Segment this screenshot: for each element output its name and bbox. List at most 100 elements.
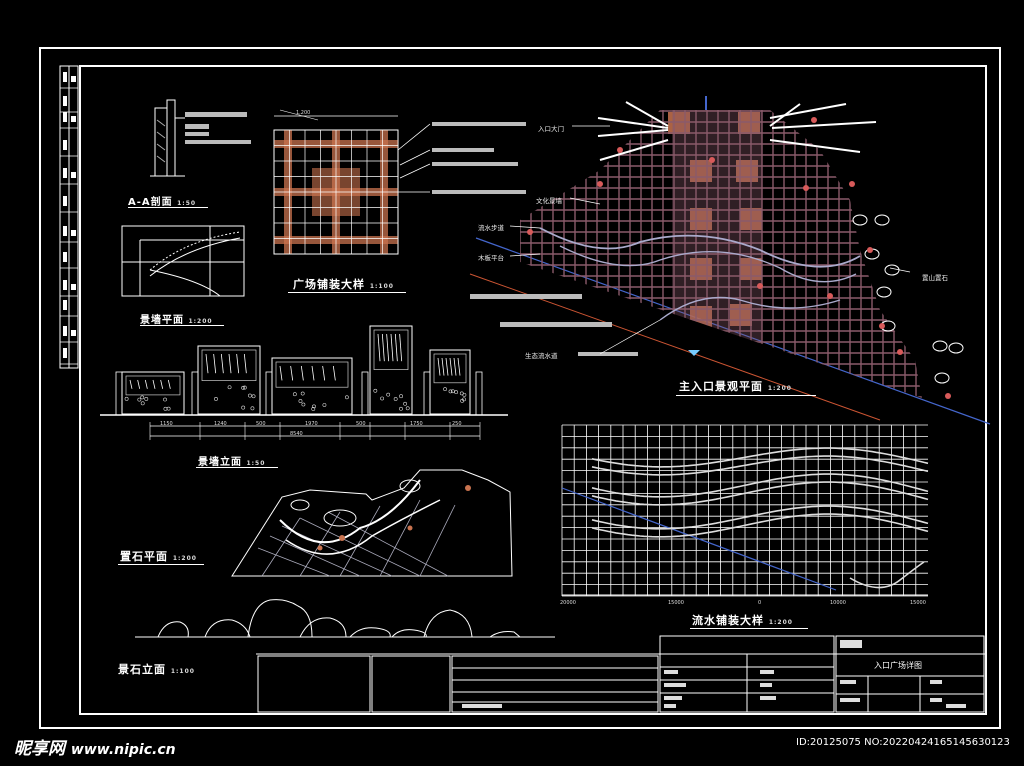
wall-stone — [299, 399, 302, 402]
wall-carving — [438, 358, 440, 376]
rock — [875, 215, 889, 225]
rock-plan-title: 置石平面 1:200 — [120, 548, 197, 564]
wall-carving — [454, 358, 456, 376]
wall-stone — [248, 394, 251, 397]
rock-elevation-title: 景石立面 1:100 — [118, 661, 195, 677]
label-water: 流水步道 — [478, 222, 504, 232]
wall-stone — [242, 406, 245, 409]
wall-carving — [446, 358, 448, 376]
plaza-paving-underline — [288, 292, 406, 293]
wall-stone — [228, 386, 231, 389]
strip-mark — [71, 330, 76, 336]
strip-mark — [71, 76, 76, 82]
stream-paving-title: 流水铺装大样 1:200 — [692, 612, 793, 628]
rock-plan-underline — [118, 564, 204, 565]
wall-carving — [237, 354, 239, 373]
wall-stone — [125, 397, 128, 400]
wall-stone — [164, 407, 167, 410]
inner-frame — [80, 66, 986, 714]
wall-elevation-dim-4: 1970 — [305, 421, 318, 427]
wall-stone — [443, 388, 446, 391]
wall-plan-drawing — [122, 226, 244, 296]
strip-mark — [63, 140, 67, 150]
wall-post — [424, 372, 430, 415]
wall-stone — [163, 398, 166, 401]
marker — [849, 181, 855, 187]
marker — [803, 185, 809, 191]
wall-relief — [126, 376, 180, 395]
strip-mark — [63, 252, 67, 262]
wall-plan-underline — [140, 325, 224, 326]
wall-carving — [145, 380, 147, 389]
marker — [897, 349, 903, 355]
wall-elevation-dim-1: 1150 — [160, 421, 173, 427]
marker — [709, 157, 715, 163]
plaza-paving-title: 广场铺装大样 1:100 — [293, 276, 394, 292]
wall-carving — [458, 358, 460, 376]
plaza-dim-top: 1,200 — [296, 110, 310, 116]
wall-elevation-dim-7: 250 — [452, 421, 462, 427]
stream-wave — [850, 562, 924, 588]
rock — [885, 265, 899, 275]
strip-mark — [63, 112, 67, 122]
wall-carving — [138, 380, 140, 389]
stream-tick-4: 10000 — [830, 600, 846, 606]
leader-bar — [578, 352, 638, 356]
main-plan-underline — [676, 395, 816, 396]
rock — [933, 341, 947, 351]
wall-relief — [276, 362, 348, 387]
label-rock: 置山置石 — [922, 272, 948, 282]
wall-stone — [381, 397, 384, 400]
wall-elevation-dim-6: 1750 — [410, 421, 423, 427]
marker — [945, 393, 951, 399]
wall-carving — [244, 354, 246, 373]
wall-stone — [323, 403, 326, 406]
marker — [757, 283, 763, 289]
rock-plan-accents — [318, 485, 472, 551]
strip-mark — [71, 172, 76, 178]
wall-carving — [323, 366, 325, 380]
wall-stone — [138, 398, 141, 401]
strip-mark — [63, 168, 67, 178]
wall-stone — [214, 397, 217, 400]
wall-stone — [399, 395, 402, 398]
stream-paving-drawing — [562, 425, 928, 596]
wall-elevation-dim-total: 8540 — [290, 431, 303, 437]
wall-stone — [251, 407, 254, 410]
wall-carving — [229, 354, 231, 373]
gate-beam — [770, 104, 846, 118]
strip-mark — [63, 226, 67, 236]
stream-tick-3: 0 — [758, 600, 761, 606]
stream-tick-2: 15000 — [668, 600, 684, 606]
wall-post — [116, 372, 122, 415]
leader-line — [890, 268, 910, 272]
label-entrance-gate: 入口大门 — [538, 123, 564, 133]
label-culture-wall: 文化景墙 — [536, 195, 562, 205]
strip-mark — [63, 348, 67, 358]
wall-carving — [382, 334, 384, 361]
marker — [827, 293, 833, 299]
label-plank: 木板平台 — [478, 252, 504, 262]
wall-elevation-title: 景墙立面 1:50 — [198, 453, 265, 468]
stream-tick-1: 20000 — [560, 600, 576, 606]
wall-elevation-dim-2: 1240 — [214, 421, 227, 427]
wall-carving — [450, 358, 452, 376]
wall-stone — [403, 402, 406, 405]
rock — [949, 343, 963, 353]
wall-carving — [301, 366, 303, 380]
wall-carving — [391, 334, 393, 361]
plaza-paving-drawing — [274, 110, 398, 254]
marker — [879, 323, 885, 329]
wall-carving — [395, 334, 397, 361]
stream-paving-underline — [690, 628, 808, 629]
wall-stone — [455, 391, 458, 394]
main-entrance-plan-drawing — [470, 96, 990, 424]
wall-stone — [301, 392, 304, 395]
wall-carving — [442, 358, 444, 376]
wall-post — [266, 372, 272, 415]
wall-stone — [345, 396, 348, 399]
stream-tick-5: 15000 — [910, 600, 926, 606]
main-plan-title: 主入口景观平面 1:200 — [679, 378, 792, 394]
